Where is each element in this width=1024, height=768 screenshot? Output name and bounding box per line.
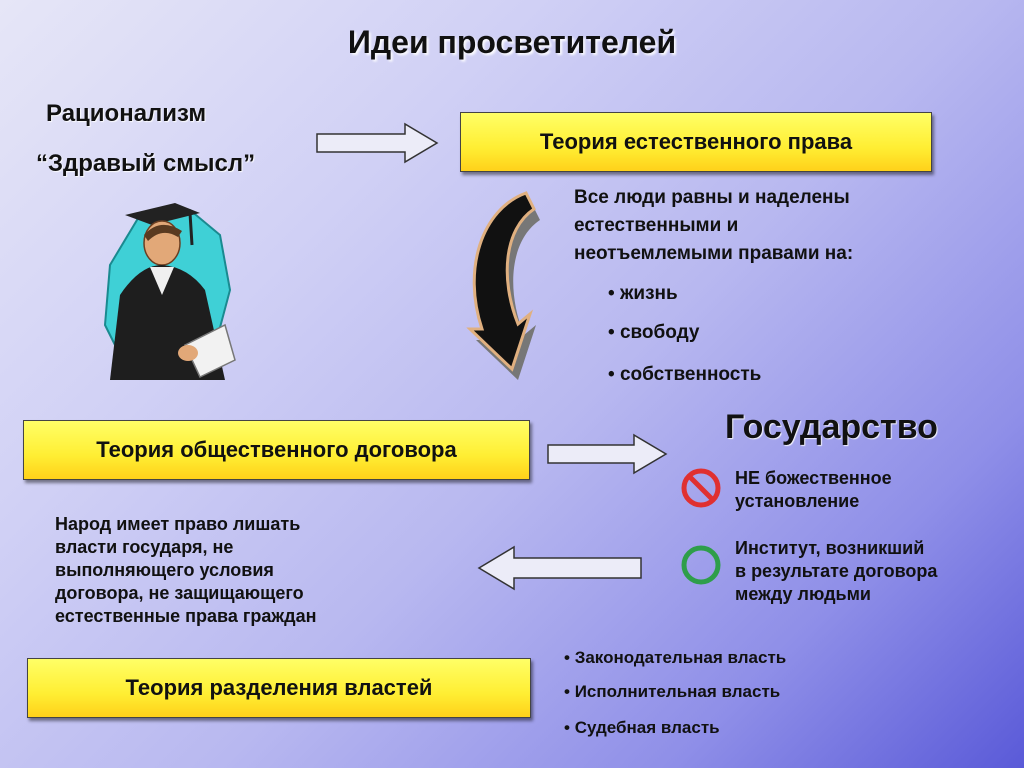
arrow-right-top	[316, 122, 439, 164]
right-property: собственность	[608, 364, 761, 386]
natural-law-box: Теория естественного права	[460, 112, 932, 172]
people-line4: договора, не защищающего	[55, 583, 304, 603]
separation-box: Теория разделения властей	[27, 658, 531, 718]
natural-law-line3: неотъемлемыми правами на:	[574, 243, 854, 264]
social-contract-box: Теория общественного договора	[23, 420, 530, 480]
institute-line2: в результате договора	[735, 561, 938, 581]
people-line1: Народ имеет право лишать	[55, 514, 301, 534]
institute-line1: Институт, возникший	[735, 538, 925, 558]
arrow-right-middle	[547, 433, 668, 475]
power-executive: Исполнительная власть	[564, 682, 781, 702]
right-life: жизнь	[608, 283, 678, 305]
graduate-clipart	[103, 203, 236, 380]
people-line2: власти государя, не	[55, 537, 234, 557]
prohibition-icon	[681, 468, 721, 508]
power-legislative: Законодательная власть	[564, 648, 787, 668]
curved-arrow	[466, 191, 540, 380]
not-divine-line2: установление	[735, 491, 860, 511]
common-sense-label: “Здравый смысл”	[36, 150, 256, 177]
institute-line3: между людьми	[735, 584, 871, 604]
power-judicial: Судебная власть	[564, 718, 720, 738]
rationalism-label: Рационализм	[46, 100, 207, 127]
arrow-left	[477, 545, 642, 591]
not-divine-line1: НЕ божественное	[735, 468, 892, 488]
people-line3: выполняющего условия	[55, 560, 274, 580]
approval-circle-icon	[681, 545, 721, 585]
state-heading: Государство	[725, 408, 938, 446]
natural-law-line2: естественными и	[574, 215, 739, 236]
page-title: Идеи просветителей	[347, 24, 677, 60]
natural-law-line1: Все люди равны и наделены	[574, 187, 850, 208]
right-freedom: свободу	[608, 322, 700, 344]
people-line5: естественные права граждан	[55, 606, 317, 626]
